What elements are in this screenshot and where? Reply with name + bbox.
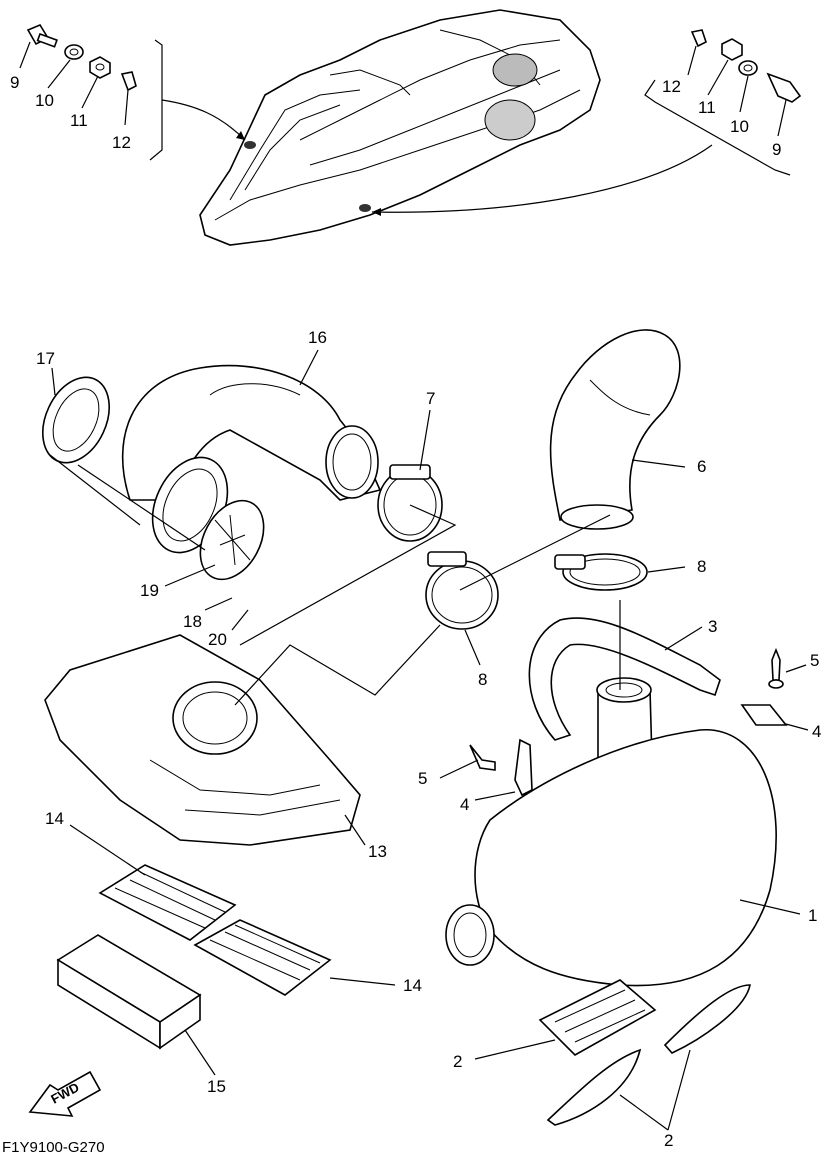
callout-10: 10 <box>730 117 749 136</box>
callout-19: 19 <box>140 581 159 600</box>
callout-17: 17 <box>36 349 55 368</box>
watercraft-illustration <box>199 9 601 246</box>
callout-4: 4 <box>460 795 469 814</box>
bolt-5-right <box>768 647 784 689</box>
pad-2-b <box>663 984 751 1054</box>
callout-14: 14 <box>403 976 422 995</box>
pipe-6 <box>549 329 681 530</box>
callout-12: 12 <box>662 77 681 96</box>
callout-5: 5 <box>418 769 427 788</box>
callout-4: 4 <box>812 722 821 741</box>
callout-11: 11 <box>70 111 88 130</box>
callout-9: 9 <box>10 73 19 92</box>
callout-8: 8 <box>478 670 487 689</box>
clamp-8-right <box>554 553 648 591</box>
callout-13: 13 <box>368 842 387 861</box>
callout-11: 11 <box>698 98 716 117</box>
clamp-7 <box>377 464 443 542</box>
callout-6: 6 <box>697 457 706 476</box>
bolt-set-right <box>690 29 802 103</box>
callout-15: 15 <box>207 1077 226 1096</box>
callout-10: 10 <box>35 91 54 110</box>
fwd-arrow-icon: FWD <box>28 1070 102 1117</box>
intake-pipe-16 <box>121 364 382 501</box>
callout-2: 2 <box>664 1131 673 1150</box>
pad-2-a <box>538 979 657 1056</box>
filter-14-right <box>193 919 332 996</box>
callout-1: 1 <box>808 906 817 925</box>
callout-14: 14 <box>45 809 64 828</box>
bracket-4-left <box>514 738 533 797</box>
callout-20: 20 <box>208 630 227 649</box>
callout-7: 7 <box>426 389 435 408</box>
strap-3 <box>528 617 721 741</box>
bolt-set-left <box>26 23 137 92</box>
callout-9: 9 <box>772 140 781 159</box>
bolt-5-left <box>469 744 496 771</box>
bracket-4-right <box>740 704 788 726</box>
foam-block-15 <box>56 934 202 1050</box>
callout-labels: 9 10 11 12 12 11 10 9 16 17 7 6 8 8 19 1… <box>10 73 821 1150</box>
leader-lines <box>19 41 809 1131</box>
callout-12: 12 <box>112 133 131 152</box>
plate-19 <box>199 499 265 581</box>
diagram-code: F1Y9100-G270 <box>2 1139 105 1154</box>
callout-16: 16 <box>308 328 327 347</box>
callout-3: 3 <box>708 617 717 636</box>
pad-2-c <box>546 1048 642 1126</box>
air-box-13 <box>44 634 361 846</box>
callout-2: 2 <box>453 1052 462 1071</box>
filter-14-left <box>98 864 237 941</box>
flange-17 <box>42 376 110 464</box>
callout-5: 5 <box>810 651 819 670</box>
callout-18: 18 <box>183 612 202 631</box>
callout-8: 8 <box>697 557 706 576</box>
muffler-1 <box>445 677 777 987</box>
clamp-8-middle <box>425 551 499 630</box>
